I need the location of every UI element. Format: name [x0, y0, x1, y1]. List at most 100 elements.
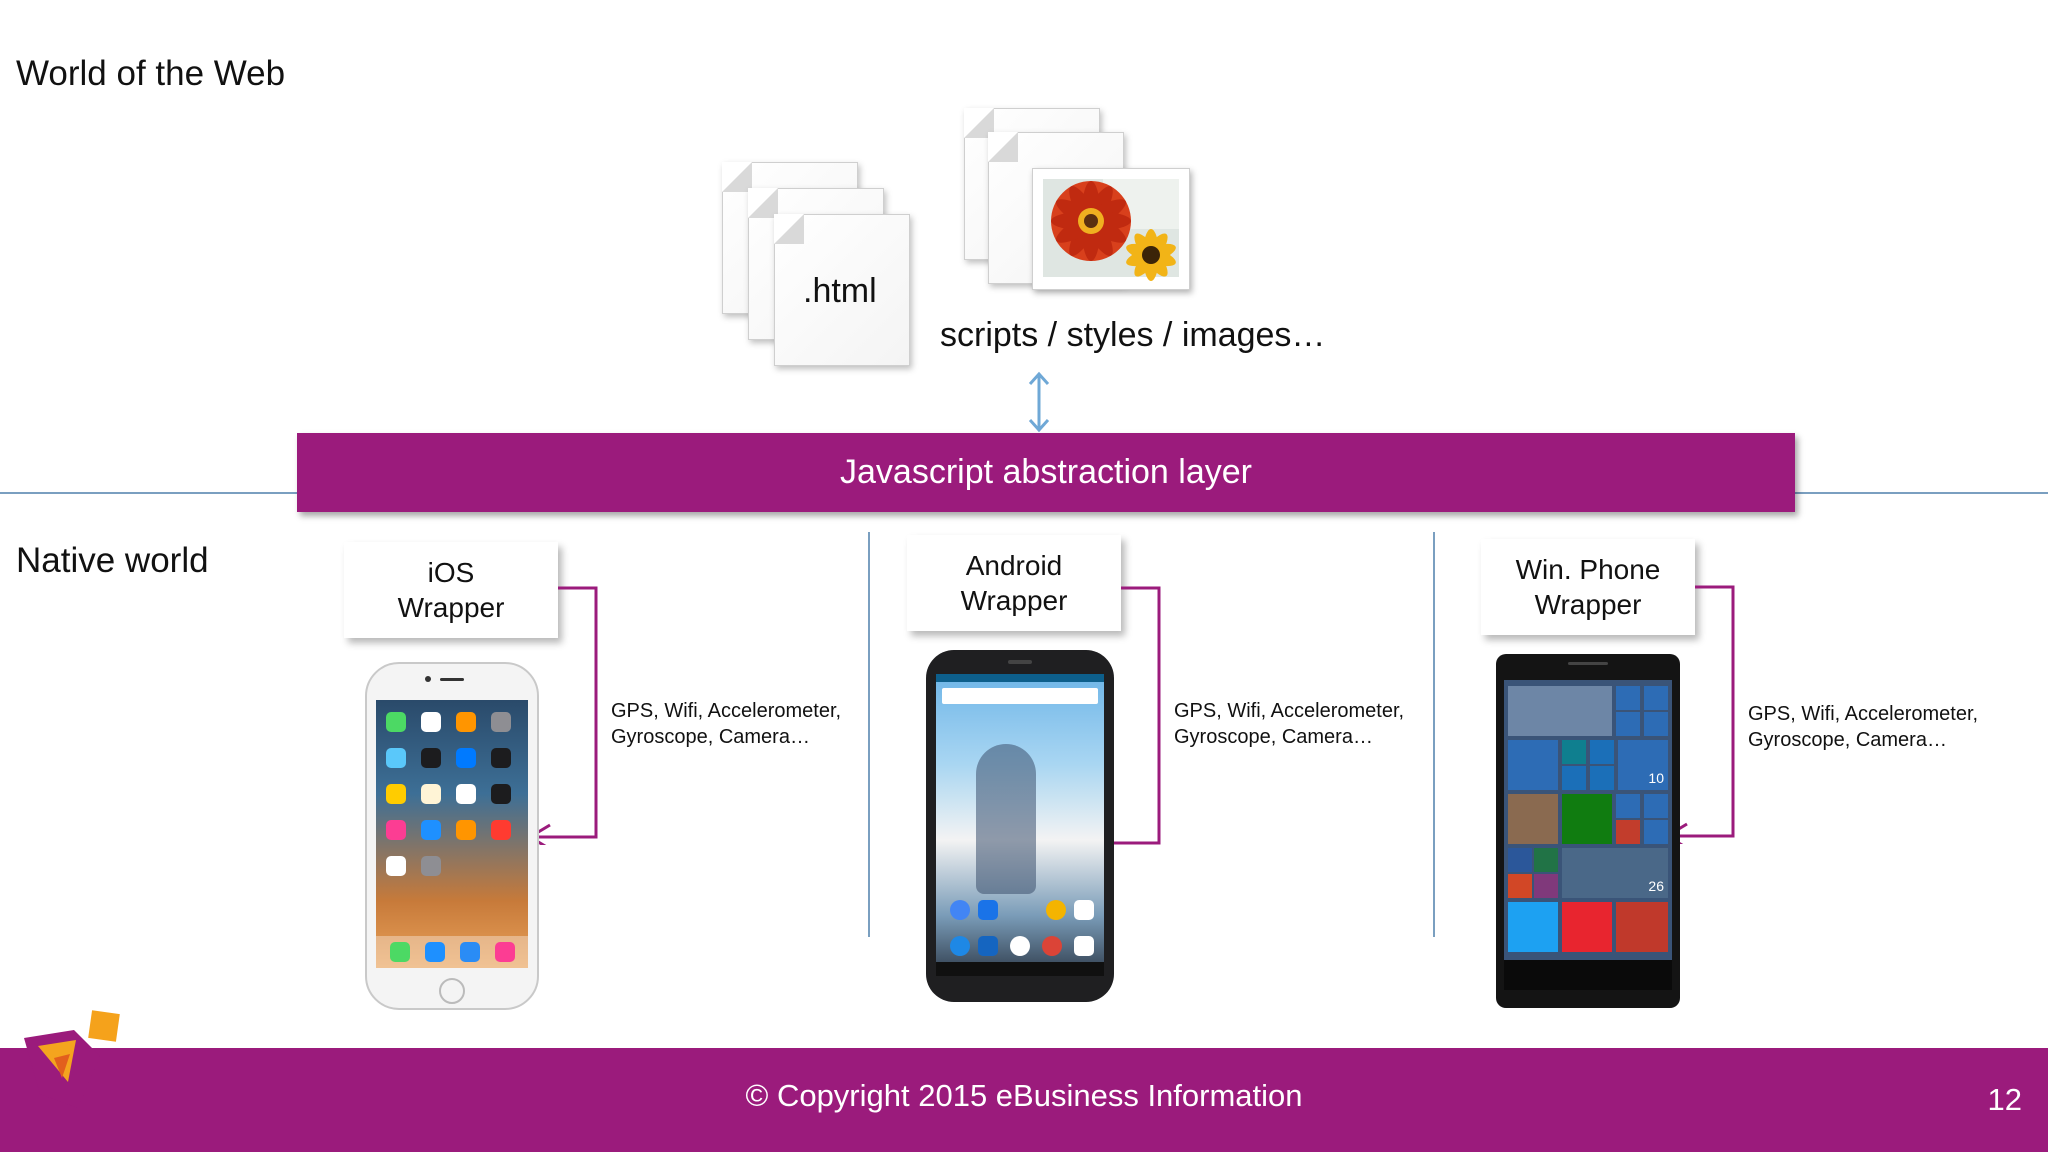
app-icon — [1042, 936, 1062, 956]
javascript-abstraction-layer: Javascript abstraction layer — [297, 433, 1795, 512]
wrapper-line: iOS — [427, 557, 475, 588]
android-wrapper-box: Android Wrapper — [907, 535, 1121, 631]
ios-sensors-text: GPS, Wifi, Accelerometer, Gyroscope, Cam… — [611, 698, 841, 750]
speaker-grille — [1008, 660, 1032, 664]
winphone-device: 10 26 — [1496, 654, 1680, 1008]
live-tile — [1644, 712, 1668, 736]
wrapper-line: Wrapper — [1534, 589, 1642, 620]
sensor-line: GPS, Wifi, Accelerometer, — [1748, 703, 1979, 725]
live-tile — [1644, 686, 1668, 710]
iphone-device — [365, 662, 539, 1010]
android-device — [926, 650, 1114, 1002]
footer-bar — [0, 1048, 2048, 1152]
native-world-title: Native world — [16, 541, 209, 580]
web-world-title: World of the Web — [16, 54, 286, 93]
app-icon — [390, 942, 410, 962]
app-icon — [456, 748, 476, 768]
status-bar — [936, 674, 1104, 682]
live-tile — [1562, 766, 1586, 790]
app-icon — [386, 784, 406, 804]
ios-wrapper-box: iOS Wrapper — [344, 542, 558, 638]
excel-tile — [1534, 848, 1558, 872]
sensor-line: Gyroscope, Camera… — [611, 726, 810, 748]
app-icon — [456, 820, 476, 840]
word-tile — [1508, 848, 1532, 872]
google-search-bar — [942, 688, 1098, 704]
app-icon — [950, 900, 970, 920]
app-icon — [456, 784, 476, 804]
ebusiness-logo-icon — [24, 1010, 120, 1108]
app-icon — [495, 942, 515, 962]
tile-count: 26 — [1648, 878, 1664, 894]
wallpaper-figure — [976, 744, 1036, 894]
app-icon — [1010, 936, 1030, 956]
app-icon — [386, 856, 406, 876]
live-tile — [1508, 686, 1612, 736]
app-icon — [425, 942, 445, 962]
live-tile — [1644, 794, 1668, 818]
document-icon — [774, 214, 910, 366]
app-icon — [1074, 936, 1094, 956]
navigation-bar — [936, 962, 1104, 976]
copyright-text: © Copyright 2015 eBusiness Information — [745, 1078, 1303, 1113]
iphone-screen — [376, 700, 528, 968]
xbox-tile — [1562, 794, 1612, 844]
resources-label: scripts / styles / images… — [940, 316, 1326, 354]
flipboard-tile — [1562, 902, 1612, 952]
app-icon — [491, 784, 511, 804]
front-camera — [425, 676, 431, 682]
app-icon — [456, 712, 476, 732]
app-icon — [978, 900, 998, 920]
powerpoint-tile — [1508, 874, 1532, 898]
column-divider — [868, 532, 870, 937]
app-icon — [491, 712, 511, 732]
winphone-wrapper-box: Win. Phone Wrapper — [1481, 539, 1695, 635]
speaker-grille — [440, 678, 464, 681]
app-icon — [978, 936, 998, 956]
html-document-stack — [722, 162, 912, 372]
page-number: 12 — [1987, 1082, 2022, 1117]
column-divider — [1433, 532, 1435, 937]
app-icon — [460, 942, 480, 962]
onenote-tile — [1534, 874, 1558, 898]
sensor-line: GPS, Wifi, Accelerometer, — [1174, 700, 1405, 722]
wrapper-line: Win. Phone — [1515, 554, 1661, 585]
abstraction-layer-label: Javascript abstraction layer — [840, 453, 1252, 491]
mail-tile: 10 — [1618, 740, 1668, 790]
live-tile — [1644, 820, 1668, 844]
live-tile — [1616, 794, 1640, 818]
live-tile — [1616, 712, 1640, 736]
sensor-line: Gyroscope, Camera… — [1174, 726, 1373, 748]
twitter-tile — [1508, 902, 1558, 952]
live-tile — [1616, 686, 1640, 710]
app-icon — [421, 856, 441, 876]
winphone-screen: 10 26 — [1504, 680, 1672, 990]
live-tile — [1508, 740, 1558, 790]
android-sensors-text: GPS, Wifi, Accelerometer, Gyroscope, Cam… — [1174, 698, 1404, 750]
game-tile — [1616, 902, 1668, 952]
app-icon — [421, 748, 441, 768]
photo-icon — [1032, 168, 1190, 290]
navigation-bar — [1504, 960, 1672, 990]
photos-tile — [1508, 794, 1558, 844]
wrapper-line: Android — [965, 550, 1063, 581]
wrapper-line: Wrapper — [397, 592, 505, 623]
app-icon — [386, 820, 406, 840]
live-tile — [1616, 820, 1640, 844]
live-tile — [1590, 740, 1614, 764]
app-icon — [421, 784, 441, 804]
winphone-sensors-text: GPS, Wifi, Accelerometer, Gyroscope, Cam… — [1748, 701, 1978, 753]
app-icon — [491, 748, 511, 768]
app-icon — [421, 712, 441, 732]
app-icon — [950, 936, 970, 956]
speaker-grille — [1568, 662, 1608, 665]
sensor-line: Gyroscope, Camera… — [1748, 729, 1947, 751]
calendar-tile: 26 — [1562, 848, 1668, 898]
app-icon — [491, 820, 511, 840]
resources-document-stack — [964, 108, 1204, 298]
home-button — [439, 978, 465, 1004]
app-icon — [421, 820, 441, 840]
app-icon — [386, 712, 406, 732]
html-label: .html — [803, 272, 877, 310]
live-tile — [1590, 766, 1614, 790]
